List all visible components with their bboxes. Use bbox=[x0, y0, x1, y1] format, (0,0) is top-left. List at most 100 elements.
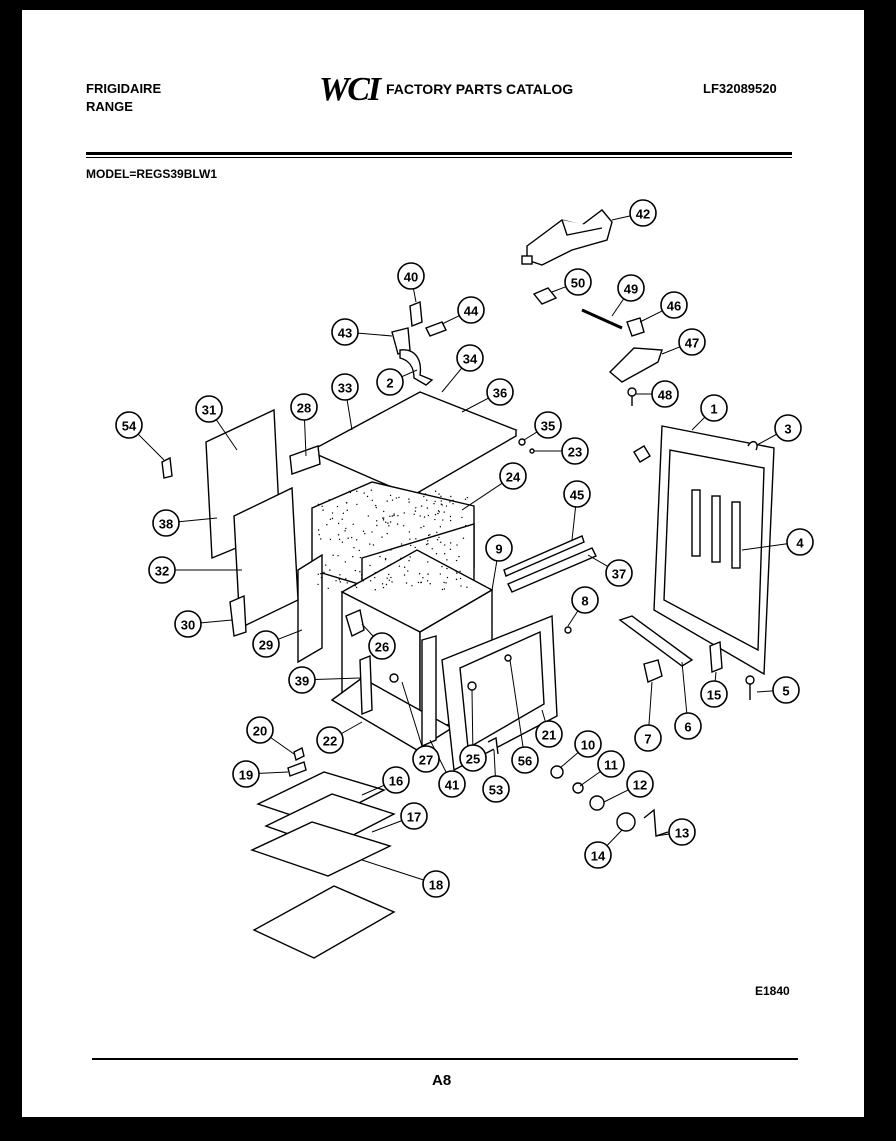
callout-number-4: 4 bbox=[796, 536, 804, 551]
exploded-parts-diagram: 1234567891011121314151617181920212223242… bbox=[22, 10, 864, 1117]
insulation-speck bbox=[383, 519, 384, 520]
part-side-insulation bbox=[298, 555, 322, 662]
callout-46: 46 bbox=[661, 292, 687, 318]
insulation-speck bbox=[353, 524, 354, 525]
insulation-speck bbox=[332, 555, 333, 556]
insulation-speck bbox=[359, 571, 360, 572]
insulation-speck bbox=[427, 543, 428, 544]
insulation-speck bbox=[393, 515, 394, 516]
insulation-speck bbox=[376, 507, 377, 508]
insulation-speck bbox=[385, 522, 386, 523]
callout-number-39: 39 bbox=[295, 674, 309, 689]
insulation-speck bbox=[319, 534, 320, 535]
insulation-speck bbox=[438, 493, 439, 494]
insulation-speck bbox=[404, 567, 405, 568]
insulation-speck bbox=[404, 512, 405, 513]
insulation-speck bbox=[435, 491, 436, 492]
insulation-speck bbox=[347, 510, 348, 511]
insulation-speck bbox=[356, 491, 357, 492]
insulation-speck bbox=[425, 493, 426, 494]
callout-number-18: 18 bbox=[429, 878, 443, 893]
callout-54: 54 bbox=[116, 412, 142, 438]
leader-line-18 bbox=[362, 860, 424, 880]
callout-1: 1 bbox=[701, 395, 727, 421]
insulation-speck bbox=[450, 516, 451, 517]
insulation-speck bbox=[368, 515, 369, 516]
insulation-speck bbox=[459, 571, 460, 572]
insulation-speck bbox=[330, 519, 331, 520]
insulation-speck bbox=[428, 535, 429, 536]
insulation-speck bbox=[387, 500, 388, 501]
part-hinge-40 bbox=[410, 302, 422, 326]
callout-36: 36 bbox=[487, 379, 513, 405]
part-clip-44 bbox=[426, 322, 446, 336]
insulation-speck bbox=[403, 525, 404, 526]
callout-number-46: 46 bbox=[667, 299, 681, 314]
callout-37: 37 bbox=[606, 560, 632, 586]
insulation-speck bbox=[439, 511, 440, 512]
insulation-speck bbox=[376, 520, 377, 521]
insulation-speck bbox=[388, 525, 389, 526]
insulation-speck bbox=[400, 558, 401, 559]
insulation-speck bbox=[343, 513, 344, 514]
callout-number-44: 44 bbox=[464, 304, 479, 319]
insulation-speck bbox=[382, 583, 383, 584]
insulation-speck bbox=[364, 492, 365, 493]
part-bracket-19 bbox=[288, 762, 306, 776]
insulation-speck bbox=[381, 536, 382, 537]
part-tube-2 bbox=[400, 350, 432, 385]
callout-number-20: 20 bbox=[253, 724, 267, 739]
insulation-speck bbox=[369, 565, 370, 566]
insulation-speck bbox=[460, 585, 461, 586]
callout-number-19: 19 bbox=[239, 768, 253, 783]
part-screw-27 bbox=[390, 674, 398, 682]
part-bracket-20 bbox=[294, 748, 304, 760]
insulation-speck bbox=[387, 533, 388, 534]
part-bracket-15 bbox=[710, 642, 722, 672]
callout-8: 8 bbox=[572, 587, 598, 613]
callout-number-15: 15 bbox=[707, 688, 721, 703]
callout-number-36: 36 bbox=[493, 386, 507, 401]
part-heater-41 bbox=[422, 636, 436, 746]
insulation-speck bbox=[429, 534, 430, 535]
insulation-speck bbox=[419, 515, 420, 516]
insulation-speck bbox=[435, 514, 436, 515]
callout-number-42: 42 bbox=[636, 207, 650, 222]
insulation-speck bbox=[392, 499, 393, 500]
leader-line-10 bbox=[560, 752, 578, 768]
insulation-speck bbox=[339, 574, 340, 575]
insulation-speck bbox=[407, 570, 408, 571]
insulation-speck bbox=[415, 547, 416, 548]
insulation-speck bbox=[342, 519, 343, 520]
insulation-speck bbox=[415, 511, 416, 512]
part-oven-rack-upper bbox=[252, 822, 390, 876]
callout-number-5: 5 bbox=[782, 684, 789, 699]
callout-27: 27 bbox=[413, 746, 439, 772]
insulation-speck bbox=[446, 559, 447, 560]
callout-26: 26 bbox=[369, 633, 395, 659]
insulation-speck bbox=[374, 577, 375, 578]
callout-number-31: 31 bbox=[202, 403, 216, 418]
insulation-speck bbox=[466, 586, 467, 587]
callout-number-35: 35 bbox=[541, 419, 555, 434]
insulation-speck bbox=[406, 582, 407, 583]
leader-line-42 bbox=[612, 216, 630, 220]
callout-43: 43 bbox=[332, 319, 358, 345]
insulation-speck bbox=[427, 540, 428, 541]
insulation-speck bbox=[409, 556, 410, 557]
callout-22: 22 bbox=[317, 727, 343, 753]
callout-number-38: 38 bbox=[159, 517, 173, 532]
callout-number-14: 14 bbox=[591, 849, 606, 864]
insulation-speck bbox=[456, 560, 457, 561]
insulation-speck bbox=[389, 580, 390, 581]
callout-number-32: 32 bbox=[155, 564, 169, 579]
leader-line-54 bbox=[138, 434, 164, 460]
insulation-speck bbox=[410, 545, 411, 546]
leader-line-1 bbox=[692, 417, 705, 430]
callout-number-41: 41 bbox=[445, 778, 459, 793]
callout-3: 3 bbox=[775, 415, 801, 441]
callout-28: 28 bbox=[291, 394, 317, 420]
insulation-speck bbox=[449, 501, 450, 502]
insulation-speck bbox=[361, 578, 362, 579]
callout-4: 4 bbox=[787, 529, 813, 555]
